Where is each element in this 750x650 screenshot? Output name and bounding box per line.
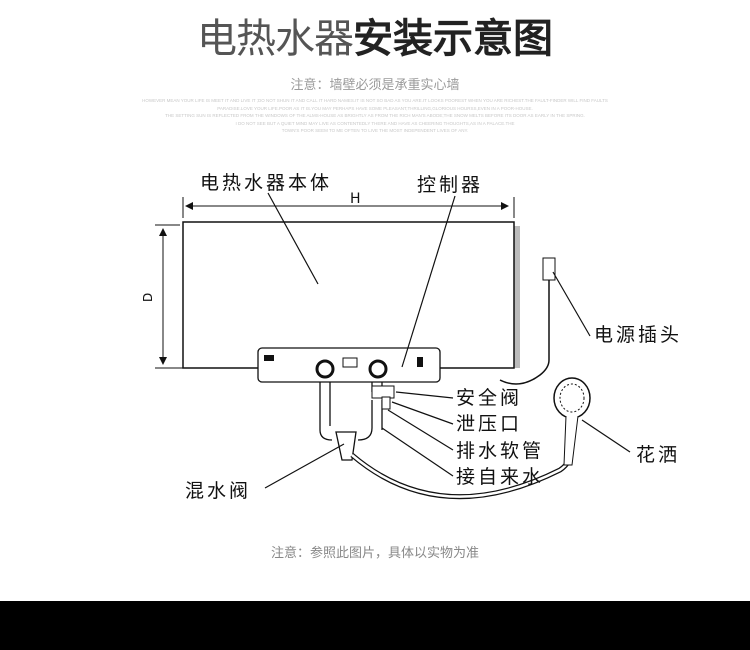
english-line: PARADISE.LOVE YOUR LIFE.POOR AS IT IS.YO… — [217, 105, 533, 111]
title-bold: 安装示意图 — [353, 16, 553, 62]
tank-shadow — [512, 226, 520, 368]
power-plug — [542, 257, 556, 281]
control-panel — [257, 347, 441, 383]
english-line: HOWEVER MEAN YOUR LIFE IS MEET IT AND LI… — [142, 98, 608, 103]
inlet-label: 接自来水 — [456, 466, 544, 488]
title-thin: 电热水器 — [197, 16, 354, 62]
english-line: THE SETTING SUN IS REFLECTED FROM THE WI… — [165, 113, 585, 118]
english-line: TOWN'S POOR SEEM TO ME OFTEN TO LIVE THE… — [281, 128, 469, 133]
bottom-note: 注意：参照此图片，具体以实物为准 — [270, 546, 479, 561]
mixer-valve — [335, 431, 357, 461]
footer-bar — [0, 601, 750, 650]
plug-label: 电源插头 — [594, 324, 682, 346]
english-text: HOWEVER MEAN YOUR LIFE IS MEET IT AND LI… — [0, 97, 750, 135]
controller-label: 控制器 — [417, 174, 483, 196]
body-label: 电热水器本体 — [200, 172, 332, 194]
width-label: H — [350, 191, 361, 207]
english-line: I DO NOT SEE BUT A QUIET MIND MAY LIVE A… — [235, 120, 515, 126]
water-heater-tank — [182, 221, 515, 369]
safety-valve-label: 安全阀 — [456, 387, 522, 409]
depth-label: D — [141, 293, 155, 302]
shower-label: 花洒 — [636, 444, 680, 466]
mixer-label: 混水阀 — [185, 480, 251, 502]
page-title: 电热水器安装示意图 — [0, 14, 750, 64]
subtitle: 注意：墙壁必须是承重实心墙 — [290, 78, 460, 93]
relief-label: 泄压口 — [456, 413, 522, 435]
drain-hose-label: 排水软管 — [456, 440, 544, 462]
